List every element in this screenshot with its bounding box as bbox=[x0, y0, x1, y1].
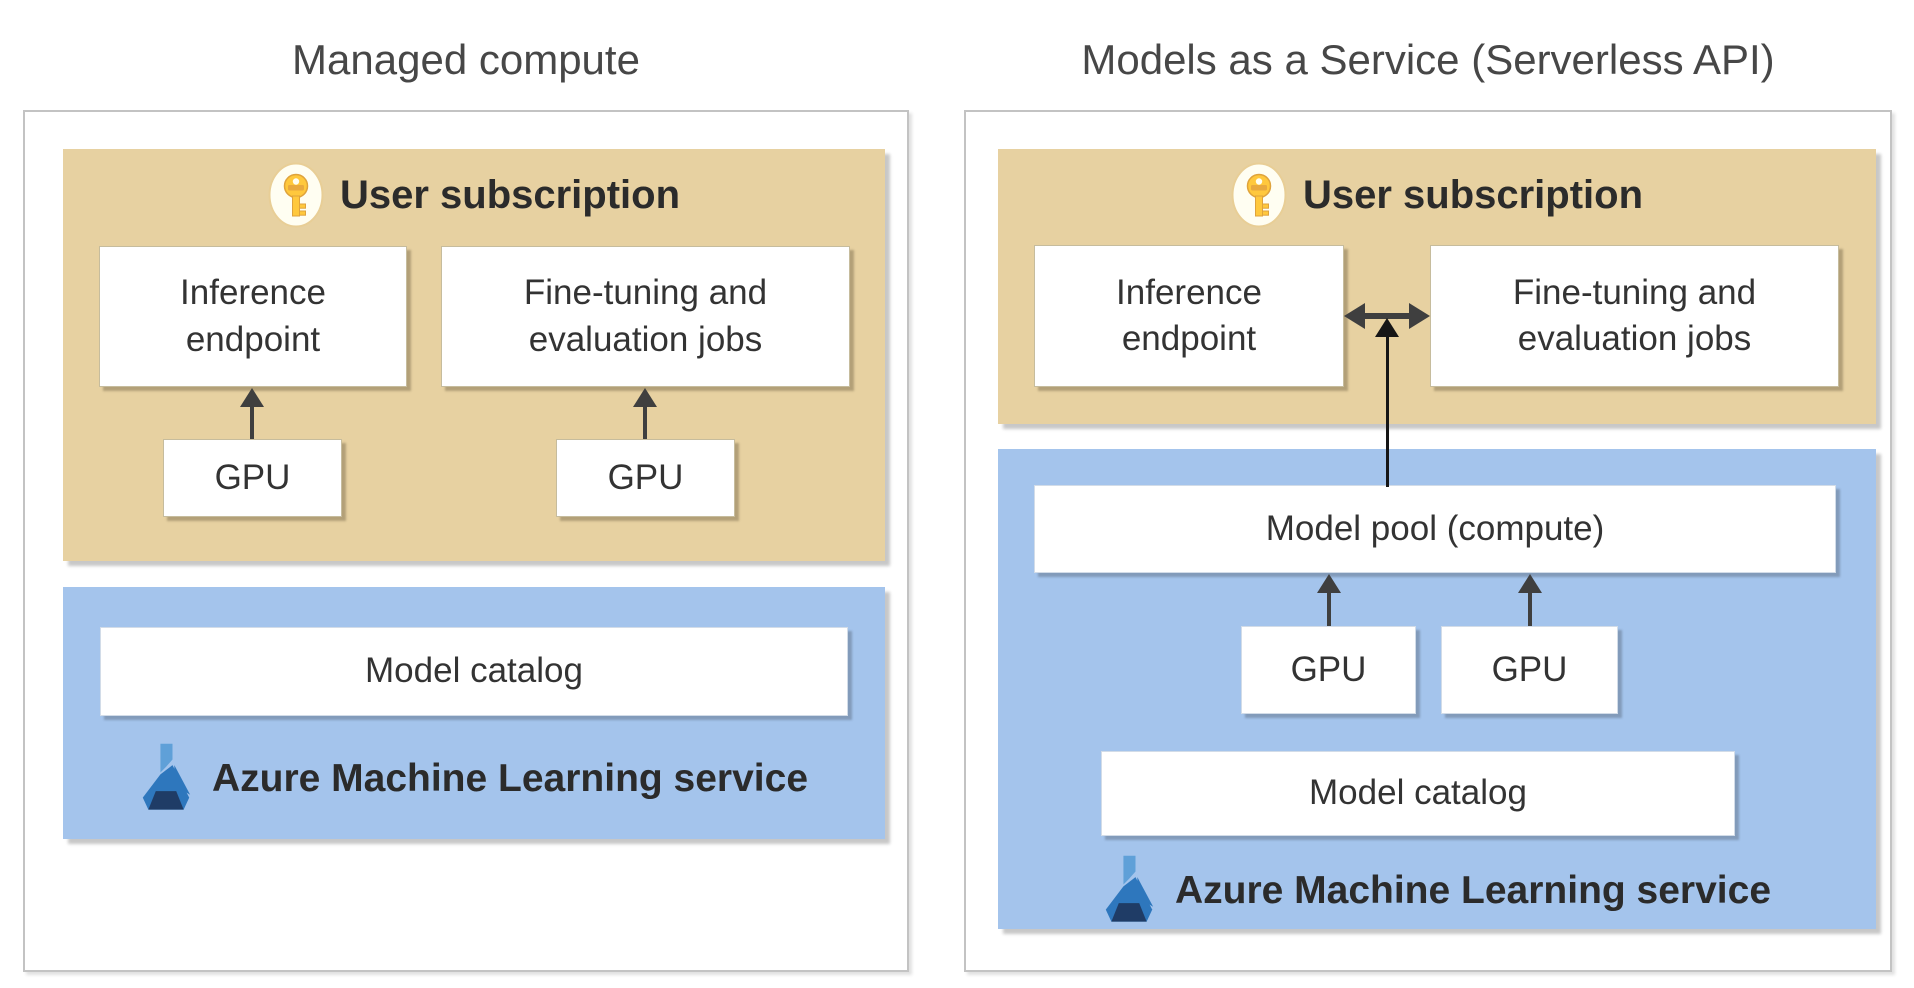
arrow-shaft bbox=[1365, 313, 1409, 319]
gpu-box-right-2: GPU bbox=[1441, 626, 1618, 714]
azure-ml-service-row-right: Azure Machine Learning service bbox=[998, 851, 1876, 931]
arrow-shaft bbox=[1528, 593, 1532, 626]
arrow-gpu-to-model-pool-1 bbox=[1316, 574, 1342, 626]
azure-ml-service-row-left: Azure Machine Learning service bbox=[63, 739, 885, 819]
arrow-head-left bbox=[1344, 303, 1365, 329]
model-pool-box: Model pool (compute) bbox=[1034, 485, 1836, 573]
azure-ml-service-label-right: Azure Machine Learning service bbox=[1174, 869, 1772, 912]
user-subscription-label-left: User subscription bbox=[339, 172, 681, 217]
azure-ml-service-box-left: Model catalog Azure Machine Learning ser… bbox=[63, 587, 885, 839]
arrow-head bbox=[240, 388, 264, 407]
inference-endpoint-box-left: Inference endpoint bbox=[99, 246, 407, 387]
arrow-gpu-to-finetuning-left bbox=[632, 388, 658, 439]
arrow-shaft bbox=[1385, 337, 1389, 487]
gpu-box-left-1: GPU bbox=[163, 439, 342, 517]
arrow-head bbox=[1518, 574, 1542, 593]
arrow-model-pool-to-subscription bbox=[1374, 318, 1400, 487]
arrow-shaft bbox=[643, 407, 647, 439]
user-subscription-label-right: User subscription bbox=[1302, 172, 1644, 217]
model-catalog-box-left: Model catalog bbox=[100, 627, 848, 716]
arrow-head bbox=[633, 388, 657, 407]
gpu-box-right-1: GPU bbox=[1241, 626, 1416, 714]
arrow-head-right bbox=[1409, 303, 1430, 329]
user-subscription-box-right: User subscription Inference endpoint Fin… bbox=[998, 149, 1876, 424]
right-panel-title: Models as a Service (Serverless API) bbox=[1081, 36, 1775, 83]
arrow-inference-finetuning-bidirectional bbox=[1344, 302, 1430, 330]
finetuning-jobs-box-right: Fine-tuning and evaluation jobs bbox=[1430, 245, 1839, 387]
arrow-head bbox=[1375, 318, 1399, 337]
azure-ml-icon bbox=[1103, 855, 1155, 927]
arrow-shaft bbox=[250, 407, 254, 439]
azure-ml-service-box-right: Model pool (compute) GPU GPU Model catal… bbox=[998, 449, 1876, 929]
key-icon bbox=[268, 162, 324, 228]
arrow-shaft bbox=[1327, 593, 1331, 626]
arrow-gpu-to-model-pool-2 bbox=[1517, 574, 1543, 626]
model-catalog-box-right: Model catalog bbox=[1101, 751, 1735, 836]
inference-endpoint-box-right: Inference endpoint bbox=[1034, 245, 1344, 387]
azure-ml-icon bbox=[140, 743, 192, 815]
arrow-head bbox=[1317, 574, 1341, 593]
left-panel-title: Managed compute bbox=[292, 36, 640, 83]
finetuning-jobs-box-left: Fine-tuning and evaluation jobs bbox=[441, 246, 850, 387]
arrow-gpu-to-inference-left bbox=[239, 388, 265, 439]
managed-compute-panel: User subscription Inference endpoint Fin… bbox=[23, 110, 909, 972]
user-subscription-header-left: User subscription bbox=[63, 161, 885, 229]
models-as-a-service-panel: User subscription Inference endpoint Fin… bbox=[964, 110, 1892, 972]
key-icon bbox=[1231, 162, 1287, 228]
user-subscription-box-left: User subscription Inference endpoint Fin… bbox=[63, 149, 885, 561]
user-subscription-header-right: User subscription bbox=[998, 161, 1876, 229]
azure-ml-service-label-left: Azure Machine Learning service bbox=[211, 757, 809, 800]
gpu-box-left-2: GPU bbox=[556, 439, 735, 517]
